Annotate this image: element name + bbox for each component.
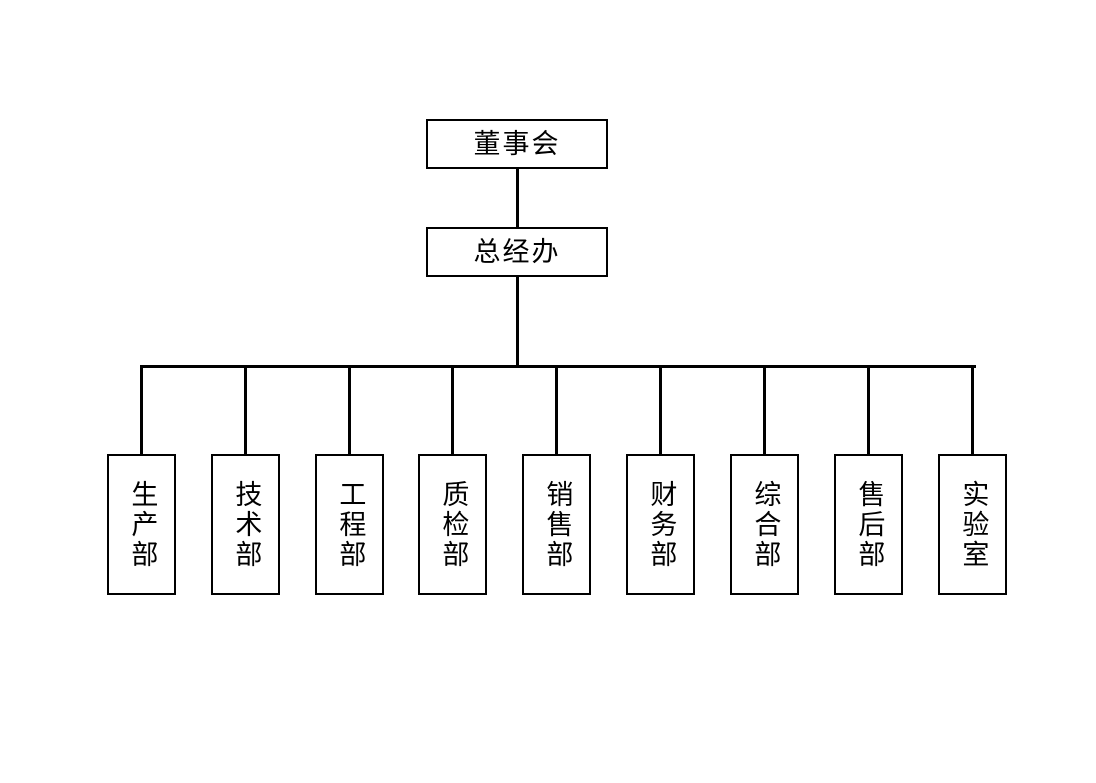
node-department-engineering-label: 工程部 (334, 479, 366, 570)
node-department-sales-label: 销售部 (541, 479, 573, 570)
node-department-aftersales[interactable]: 售后部 (834, 454, 903, 595)
connector-horizontal-bus (140, 365, 976, 368)
node-board-of-directors-label: 董事会 (473, 128, 561, 160)
node-department-technology[interactable]: 技术部 (211, 454, 280, 595)
node-department-general-affairs-label: 综合部 (749, 479, 781, 570)
connector-board-to-gm (516, 168, 519, 229)
node-department-production[interactable]: 生产部 (107, 454, 176, 595)
connector-drop-finance (659, 365, 662, 455)
node-department-general-affairs[interactable]: 综合部 (730, 454, 799, 595)
node-department-laboratory-label: 实验室 (957, 479, 989, 570)
node-general-manager-office[interactable]: 总经办 (426, 227, 608, 277)
node-department-production-label: 生产部 (126, 479, 158, 570)
node-department-engineering[interactable]: 工程部 (315, 454, 384, 595)
node-department-quality-label: 质检部 (437, 479, 469, 570)
node-department-quality[interactable]: 质检部 (418, 454, 487, 595)
node-department-finance-label: 财务部 (645, 479, 677, 570)
node-department-laboratory[interactable]: 实验室 (938, 454, 1007, 595)
connector-drop-quality (451, 365, 454, 455)
connector-drop-laboratory (971, 365, 974, 455)
node-department-technology-label: 技术部 (230, 479, 262, 570)
connector-gm-to-bus (516, 276, 519, 367)
connector-drop-aftersales (867, 365, 870, 455)
node-department-aftersales-label: 售后部 (853, 479, 885, 570)
node-general-manager-office-label: 总经办 (473, 236, 561, 268)
node-department-sales[interactable]: 销售部 (522, 454, 591, 595)
connector-drop-general (763, 365, 766, 455)
connector-drop-engineering (348, 365, 351, 455)
connector-drop-sales (555, 365, 558, 455)
connector-drop-production (140, 365, 143, 455)
connector-drop-technology (244, 365, 247, 455)
node-board-of-directors[interactable]: 董事会 (426, 119, 608, 169)
node-department-finance[interactable]: 财务部 (626, 454, 695, 595)
